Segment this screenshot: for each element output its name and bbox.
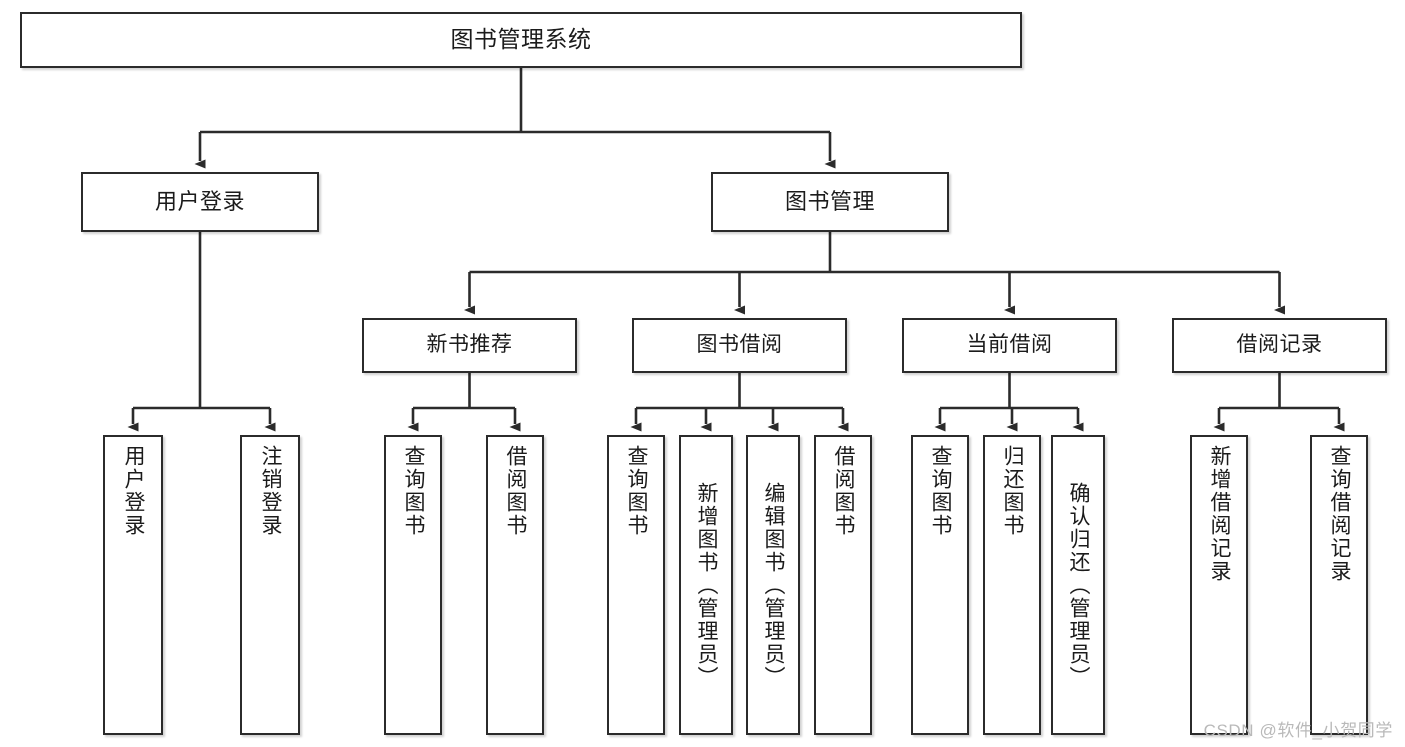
node-leaf-return-book[interactable]: 归还图书 <box>983 435 1041 735</box>
node-leaf-add-book[interactable]: 新增图书（管理员） <box>679 435 733 735</box>
node-leaf-borrow-book-1[interactable]: 借阅图书 <box>486 435 544 735</box>
node-label: 新书推荐 <box>426 333 513 357</box>
watermark: CSDN @软件_小贺同学 <box>1203 721 1393 740</box>
node-label: 借阅记录 <box>1236 333 1323 357</box>
node-label: 注销登录 <box>259 445 283 537</box>
node-leaf-edit-book[interactable]: 编辑图书（管理员） <box>746 435 800 735</box>
node-label: 图书管理系统 <box>450 26 592 53</box>
node-root[interactable]: 图书管理系统 <box>20 12 1022 68</box>
node-leaf-query-book-1[interactable]: 查询图书 <box>384 435 442 735</box>
node-leaf-logout[interactable]: 注销登录 <box>240 435 300 735</box>
node-label: 图书借阅 <box>696 333 783 357</box>
node-borrow-record[interactable]: 借阅记录 <box>1172 318 1387 373</box>
node-book-borrow[interactable]: 图书借阅 <box>632 318 847 373</box>
node-label: 用户登录 <box>154 189 245 215</box>
node-label: 编辑图书（管理员） <box>762 481 786 689</box>
node-label: 图书管理 <box>784 189 875 215</box>
node-label: 新增借阅记录 <box>1208 445 1232 583</box>
node-label: 确认归还（管理员） <box>1067 481 1091 689</box>
node-leaf-user-login[interactable]: 用户登录 <box>103 435 163 735</box>
node-label: 借阅图书 <box>504 445 528 537</box>
node-label: 查询图书 <box>402 445 426 537</box>
node-label: 当前借阅 <box>966 333 1053 357</box>
node-leaf-borrow-book-2[interactable]: 借阅图书 <box>814 435 872 735</box>
node-leaf-confirm-return[interactable]: 确认归还（管理员） <box>1051 435 1105 735</box>
node-leaf-add-record[interactable]: 新增借阅记录 <box>1190 435 1248 735</box>
node-leaf-query-book-3[interactable]: 查询图书 <box>911 435 969 735</box>
node-leaf-query-book-2[interactable]: 查询图书 <box>607 435 665 735</box>
node-label: 查询借阅记录 <box>1328 445 1352 583</box>
node-label: 归还图书 <box>1001 445 1025 537</box>
node-leaf-query-record[interactable]: 查询借阅记录 <box>1310 435 1368 735</box>
node-label: 查询图书 <box>625 445 649 537</box>
node-current-borrow[interactable]: 当前借阅 <box>902 318 1117 373</box>
node-new-book-recommend[interactable]: 新书推荐 <box>362 318 577 373</box>
node-book-management[interactable]: 图书管理 <box>711 172 949 232</box>
node-label: 用户登录 <box>122 445 146 537</box>
node-label: 借阅图书 <box>832 445 856 537</box>
node-user-login[interactable]: 用户登录 <box>81 172 319 232</box>
node-label: 查询图书 <box>929 445 953 537</box>
node-label: 新增图书（管理员） <box>695 481 719 689</box>
